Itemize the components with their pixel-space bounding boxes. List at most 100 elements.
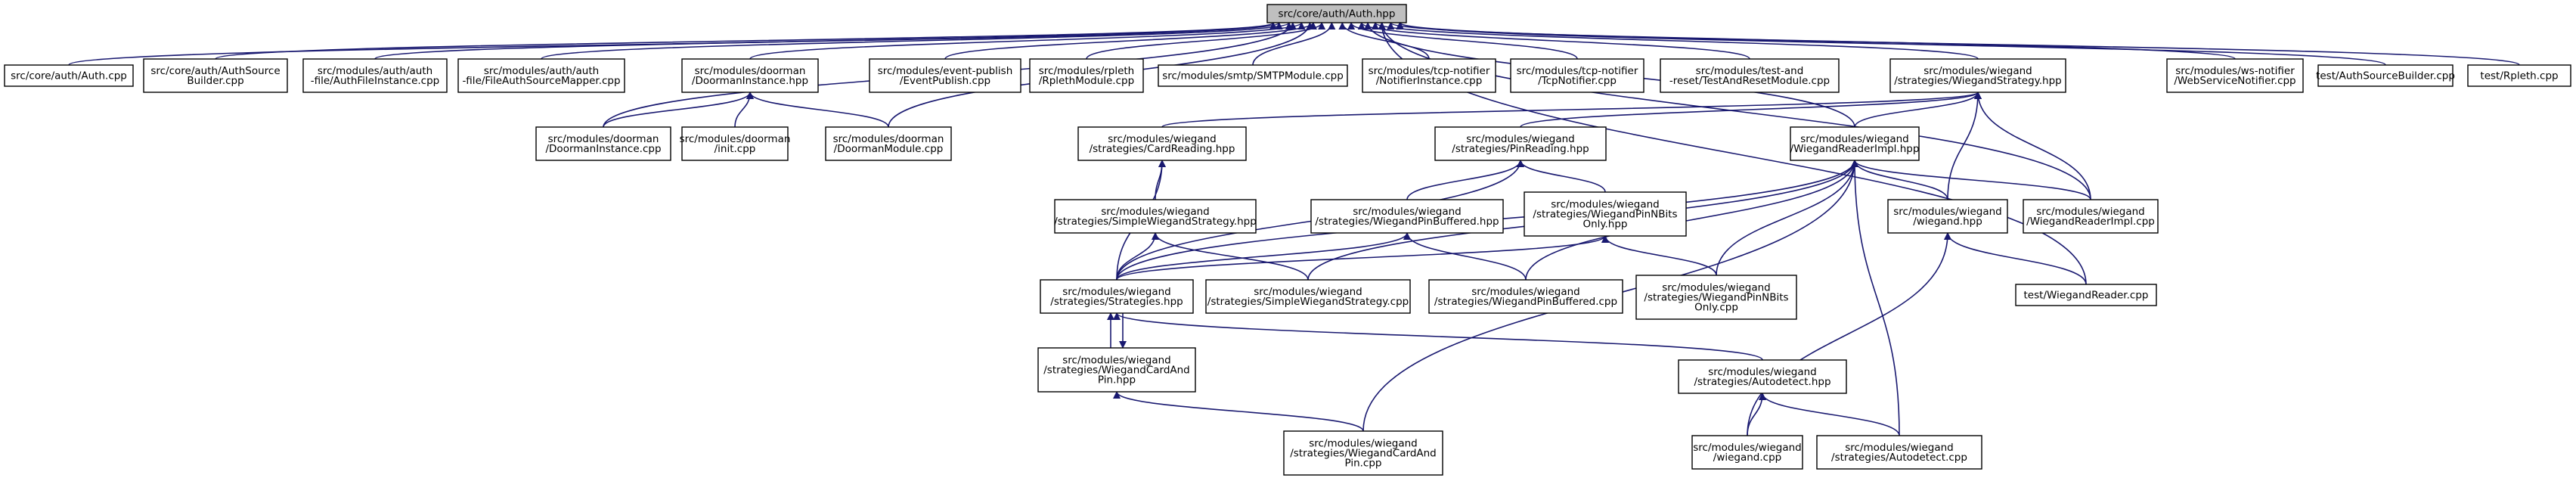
node-doorman-init[interactable]: src/modules/doorman/init.cpp [680,126,791,161]
node-label-line: /EventPublish.cpp [900,75,990,87]
node-box [1510,58,1644,93]
include-edge [1406,160,1524,200]
include-edge [1851,160,1948,200]
node-label-line: src/modules/tcp-notifier [1369,65,1490,77]
node-box [1310,199,1504,234]
include-edge [1716,160,1858,276]
node-label-line: -file/FileAuthSourceMapper.cpp [462,75,620,87]
node-doorman-module[interactable]: src/modules/doorman/DoormanModule.cpp [825,126,952,161]
node-box [2317,64,2454,87]
node-simple-wiegand-strategy-cpp[interactable]: src/modules/wiegand/strategies/SimpleWie… [1205,279,1411,314]
node-label-line: /strategies/WiegandStrategy.hpp [1894,75,2061,87]
node-box [1077,126,1247,161]
node-box [1660,58,1840,93]
node-doorman-instance-cpp[interactable]: src/modules/doorman/DoormanInstance.cpp [535,126,671,161]
node-box [825,126,952,161]
node-label-line: src/core/auth/AuthSource [150,65,280,77]
node-box [1029,58,1144,93]
node-label-line: /strategies/SimpleWiegandStrategy.hpp [1054,216,1257,228]
node-test-wiegand-reader[interactable]: test/WiegandReader.cpp [2015,284,2157,306]
node-file-auth-source-mapper[interactable]: src/modules/auth/auth-file/FileAuthSourc… [457,58,625,93]
include-edge [1161,92,1982,128]
node-label-line: Pin.cpp [1344,458,1381,470]
node-label-line: /strategies/CardReading.hpp [1090,143,1235,155]
node-auth-source-builder[interactable]: src/core/auth/AuthSourceBuilder.cpp [143,58,288,93]
include-edge [1851,160,1900,436]
node-wiegand-cpp[interactable]: src/modules/wiegand/wiegand.cpp [1691,435,1803,470]
node-box [302,58,448,93]
node-card-reading[interactable]: src/modules/wiegand/strategies/CardReadi… [1077,126,1247,161]
node-wiegand-pin-nbits-only-cpp[interactable]: src/modules/wiegand/strategies/WiegandPi… [1635,275,1797,320]
node-event-publish[interactable]: src/modules/event-publish/EventPublish.c… [869,58,1021,93]
node-wiegand-pin-nbits-only-hpp[interactable]: src/modules/wiegand/strategies/WiegandPi… [1524,191,1687,237]
node-label-line: /init.cpp [715,143,756,155]
node-pin-reading[interactable]: src/modules/wiegand/strategies/PinReadin… [1434,126,1607,161]
node-label-line: src/modules/event-publish [878,65,1013,77]
node-box [1266,4,1407,23]
include-edge [1396,22,2520,66]
node-label-line: src/modules/wiegand [1800,133,1909,145]
include-edge [1113,391,1364,432]
node-label-line: src/modules/wiegand [1062,355,1171,367]
node-label-line: src/modules/wiegand [1309,438,1418,450]
node-label-line: /strategies/WiegandPinBuffered.cpp [1434,296,1617,308]
node-autodetect-hpp[interactable]: src/modules/wiegand/strategies/Autodetec… [1678,359,1847,394]
node-label-line: /DoormanInstance.hpp [692,75,808,87]
node-label-line: src/modules/ws-notifier [2175,65,2295,77]
node-wiegand-hpp[interactable]: src/modules/wiegand/wiegand.hpp [1887,199,2008,234]
node-label-line: /strategies/PinReading.hpp [1452,143,1589,155]
node-doorman-instance-hpp[interactable]: src/modules/doorman/DoormanInstance.hpp [681,58,819,93]
include-edge [1759,393,1900,436]
node-auth-cpp[interactable]: src/core/auth/Auth.cpp [4,64,134,87]
node-wiegand-pin-buffered-hpp[interactable]: src/modules/wiegand/strategies/WiegandPi… [1310,199,1504,234]
node-wiegand-pin-buffered-cpp[interactable]: src/modules/wiegand/strategies/WiegandPi… [1428,279,1623,314]
node-box [1040,279,1194,314]
node-box [457,58,625,93]
node-notifier-instance[interactable]: src/modules/tcp-notifier/NotifierInstanc… [1362,58,1496,93]
include-edge [1517,160,1606,193]
node-test-auth-source-builder[interactable]: test/AuthSourceBuilder.cpp [2316,64,2455,87]
node-root[interactable]: src/core/auth/Auth.hpp [1266,4,1407,23]
node-label-line: src/modules/doorman [833,133,944,145]
include-edge [1854,92,1982,128]
node-web-service-notifier[interactable]: src/modules/ws-notifier/WebServiceNotifi… [2166,58,2304,93]
node-box [2467,64,2571,87]
node-label-line: src/modules/wiegand [1471,286,1580,298]
node-label-line: /strategies/Strategies.hpp [1050,296,1183,308]
node-box [1362,58,1496,93]
node-label-line: src/modules/wiegand [2036,206,2145,218]
node-autodetect-cpp[interactable]: src/modules/wiegand/strategies/Autodetec… [1816,435,1982,470]
node-label-line: /strategies/Autodetect.cpp [1831,452,1967,464]
node-simple-wiegand-strategy-hpp[interactable]: src/modules/wiegand/strategies/SimpleWie… [1054,199,1257,234]
node-wiegand-strategy-hpp[interactable]: src/modules/wiegand/strategies/WiegandSt… [1889,58,2066,93]
include-edge [1851,160,2091,200]
node-label-line: /strategies/WiegandCardAnd [1043,365,1190,377]
node-label-line: src/modules/wiegand [1845,442,1954,454]
node-box [1691,435,1803,470]
node-card-and-pin-cpp[interactable]: src/modules/wiegand/strategies/WiegandCa… [1283,430,1443,476]
node-box [1678,359,1847,394]
node-smtp-module[interactable]: src/modules/smtp/SMTPModule.cpp [1158,64,1348,87]
node-card-and-pin-hpp[interactable]: src/modules/wiegand/strategies/WiegandCa… [1037,347,1196,393]
node-auth-file-instance[interactable]: src/modules/auth/auth-file/AuthFileInsta… [302,58,448,93]
node-box [1887,199,2008,234]
node-strategies-hpp[interactable]: src/modules/wiegand/strategies/Strategie… [1040,279,1194,314]
node-wiegand-reader-impl-hpp[interactable]: src/modules/wiegand/WiegandReaderImpl.hp… [1790,126,1920,161]
node-label-line: /wiegand.cpp [1713,452,1781,464]
node-label-line: Only.hpp [1583,219,1628,231]
node-wiegand-reader-impl-cpp[interactable]: src/modules/wiegand/WiegandReaderImpl.cp… [2023,199,2159,234]
node-tcp-notifier[interactable]: src/modules/tcp-notifier/TcpNotifier.cpp [1510,58,1644,93]
node-test-and-reset[interactable]: src/modules/test-and-reset/TestAndResetM… [1660,58,1840,93]
include-edge [746,92,889,128]
node-box [1037,347,1196,393]
include-edge [1086,22,1326,60]
node-label-line: -file/AuthFileInstance.cpp [311,75,439,87]
node-rpleth-module[interactable]: src/modules/rpleth/RplethModule.cpp [1029,58,1144,93]
node-label-line: /RplethModule.cpp [1039,75,1134,87]
node-box [1158,64,1348,87]
node-test-rpleth[interactable]: test/Rpleth.cpp [2467,64,2571,87]
node-box [1524,191,1687,237]
node-label-line: src/modules/wiegand [1708,366,1817,378]
node-label-line: src/modules/doorman [695,65,806,77]
